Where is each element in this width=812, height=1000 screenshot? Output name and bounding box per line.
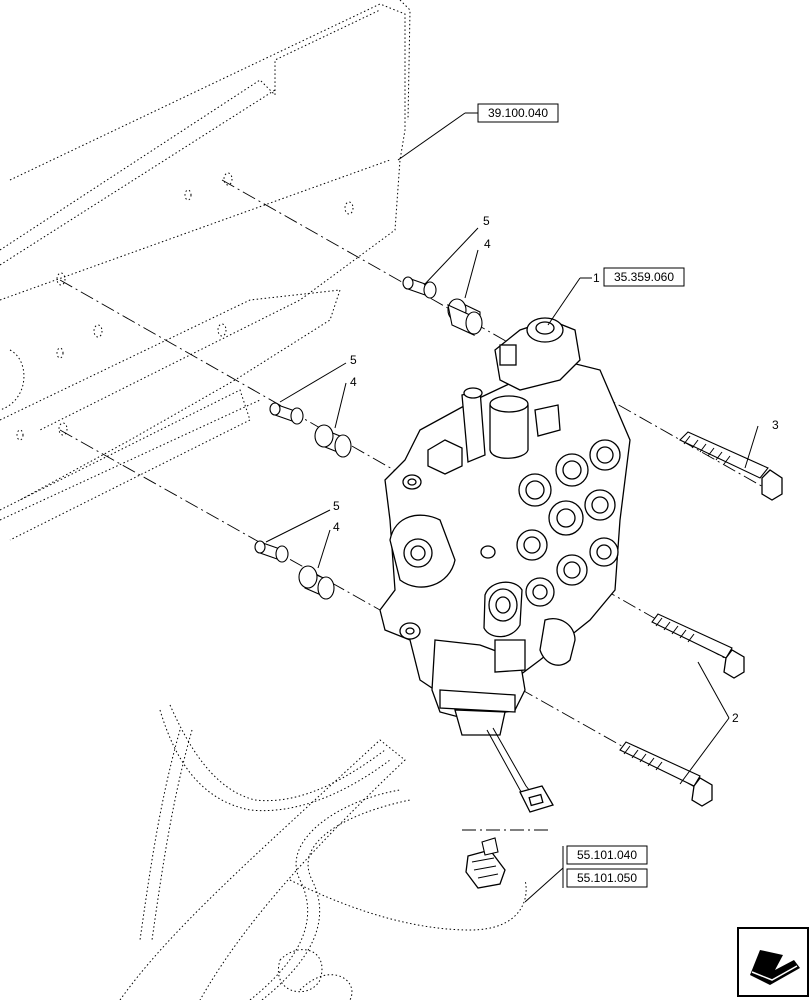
- callout-2: 2: [732, 711, 739, 725]
- callout-4-middle: 4: [350, 375, 357, 389]
- ref-frame-label: 39.100.040: [488, 106, 548, 120]
- control-valve: [379, 317, 631, 813]
- spacer-4-top: [447, 298, 483, 336]
- bolt-2-lower: [619, 741, 713, 807]
- spacer-4-bottom: [298, 565, 335, 600]
- callout-3: 3: [772, 418, 779, 432]
- ref-box-harness-b[interactable]: 55.101.050: [566, 868, 648, 888]
- callout-4-bottom: 4: [333, 520, 340, 534]
- ref-box-harness: 55.101.040 55.101.050: [562, 845, 648, 888]
- harness-connector: [465, 837, 506, 889]
- callout-5-bottom: 5: [333, 499, 340, 513]
- spacer-4-middle: [314, 424, 352, 458]
- ref-valve-label: 35.359.060: [614, 270, 674, 284]
- ref-harness-a-label: 55.101.040: [577, 848, 637, 862]
- bolt-3: [679, 431, 783, 501]
- callout-numbers: 1 2 3 4 4 4 5 5 5: [333, 214, 779, 725]
- ref-box-valve[interactable]: 35.359.060: [603, 267, 685, 287]
- hose-outlines: [119, 704, 527, 1000]
- ref-box-frame[interactable]: 39.100.040: [477, 103, 559, 123]
- ref-box-harness-a[interactable]: 55.101.040: [566, 845, 648, 865]
- previous-arrow-icon[interactable]: [737, 927, 809, 997]
- ref-harness-b-label: 55.101.050: [577, 871, 637, 885]
- bolt-2-upper: [651, 613, 745, 679]
- frame-outline: [0, 0, 411, 541]
- bushing-5-top: [402, 276, 437, 299]
- callout-1: 1: [593, 271, 600, 285]
- callout-5-middle: 5: [350, 353, 357, 367]
- leader-lines: [265, 112, 759, 903]
- bushing-5-bottom: [254, 540, 289, 563]
- callout-4-top: 4: [484, 237, 491, 251]
- bushing-5-middle: [269, 402, 304, 425]
- callout-5-top: 5: [483, 214, 490, 228]
